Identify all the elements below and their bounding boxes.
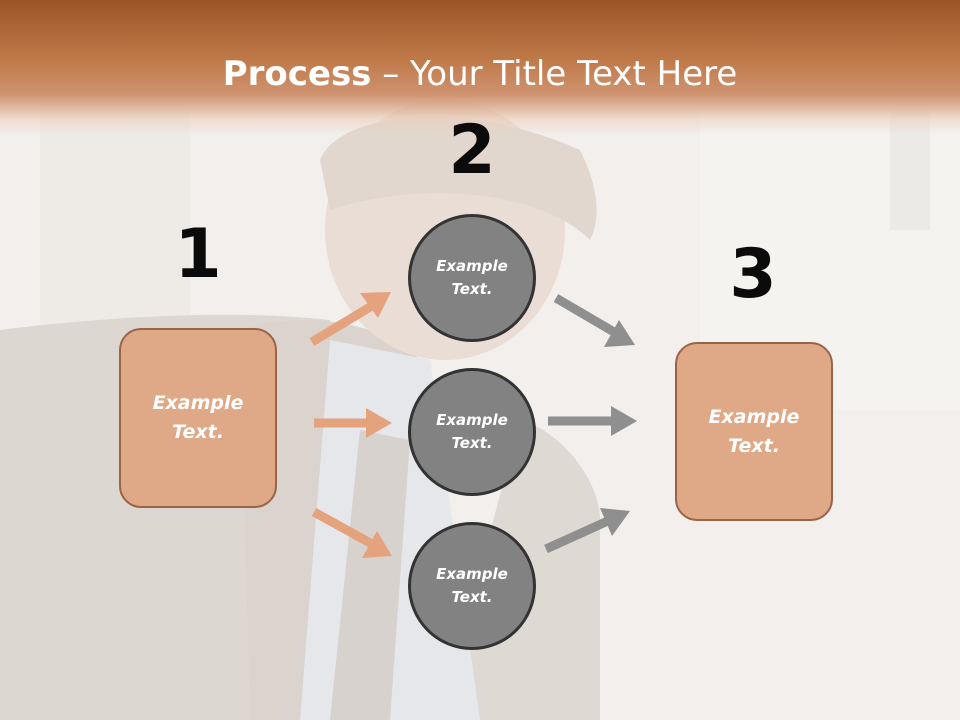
title-bar <box>0 0 960 135</box>
slide-title: Process – Your Title Text Here <box>0 52 960 96</box>
arrow-left-bottom <box>311 508 392 558</box>
circle-middle-text: Example Text. <box>436 411 508 452</box>
left-box: Example Text. <box>119 328 277 508</box>
step-number-2: 2 <box>448 111 496 190</box>
arrow-left-top <box>309 292 391 346</box>
circle-bottom-text: Example Text. <box>436 565 508 606</box>
circle-top: Example Text. <box>408 214 536 342</box>
arrow-right-bottom <box>544 508 630 554</box>
title-bold: Process <box>222 54 372 94</box>
title-rest: – Your Title Text Here <box>371 54 738 94</box>
right-box: Example Text. <box>675 342 833 521</box>
step-number-1: 1 <box>174 215 222 294</box>
circle-middle: Example Text. <box>408 368 536 496</box>
step-number-3: 3 <box>729 235 777 314</box>
circle-top-text: Example Text. <box>436 257 508 298</box>
arrow-right-top <box>553 294 635 347</box>
arrow-left-middle <box>314 408 392 438</box>
arrow-right-middle <box>548 406 637 436</box>
left-box-text: Example Text. <box>152 392 244 443</box>
right-box-text: Example Text. <box>708 405 800 457</box>
circle-bottom: Example Text. <box>408 522 536 650</box>
